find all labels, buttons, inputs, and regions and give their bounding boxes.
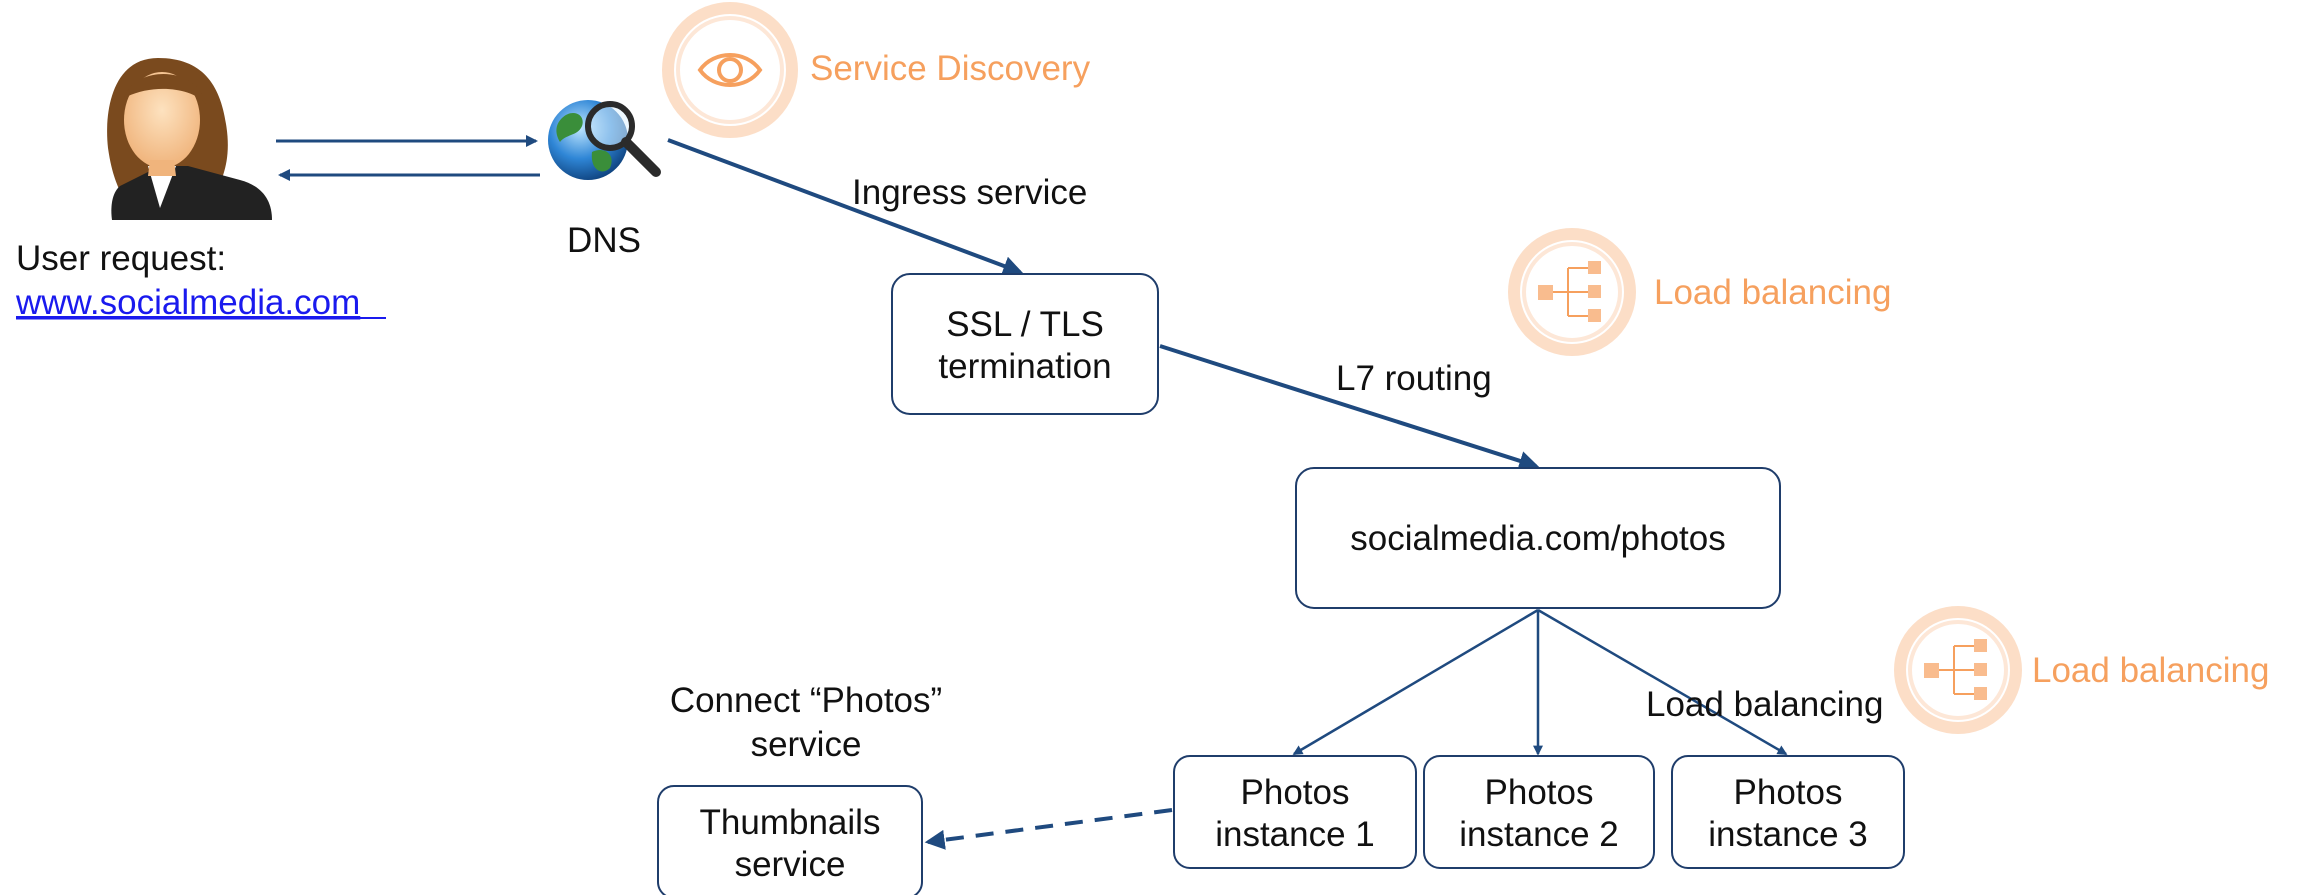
connect-note-line1: Connect “Photos” [670,681,942,720]
instance-3-line1: Photos [1734,773,1843,812]
service-discovery-label: Service Discovery [810,49,1091,88]
l7-routing-arrow [1159,344,1540,471]
load-balancing-badge-label-1: Load balancing [1654,273,1891,312]
dns-label: DNS [567,221,641,260]
eye-icon [662,2,798,138]
ingress-arrow [667,138,1024,276]
user-url-link[interactable]: www.socialmedia.com [15,283,360,322]
instance-1-line2: instance 1 [1215,815,1375,854]
ssl-line1: SSL / TLS [946,305,1104,344]
photos-instance-3-box: Photos instance 3 [1671,755,1905,869]
connect-note-line2: service [751,725,862,764]
ingress-label: Ingress service [852,173,1087,212]
lb-arrow-instance-1 [1292,608,1539,756]
instance-1-line1: Photos [1241,773,1350,812]
connect-dashed-arrow [924,808,1173,850]
photos-service-label: socialmedia.com/photos [1350,519,1725,558]
ssl-termination-box: SSL / TLS termination [891,273,1159,415]
load-balancing-badge-label-2: Load balancing [2032,651,2269,690]
l7-routing-label: L7 routing [1336,359,1492,398]
photos-service-box: socialmedia.com/photos [1295,467,1781,609]
instance-2-line2: instance 2 [1459,815,1619,854]
dns-globe-icon [548,100,661,180]
load-balancing-edge-label: Load balancing [1646,685,1883,724]
instance-2-line1: Photos [1485,773,1594,812]
lb-arrow-instance-3 [1537,608,1788,756]
network-tree-icon [1894,606,2022,734]
user-avatar-icon [107,58,272,220]
ssl-line2: termination [938,347,1111,386]
thumbnails-line2: service [735,845,846,884]
photos-instance-1-box: Photos instance 1 [1173,755,1417,869]
thumbnails-service-box: Thumbnails service [657,785,923,895]
instance-3-line2: instance 3 [1708,815,1868,854]
network-tree-icon [1508,228,1636,356]
user-request-label: User request: [16,239,226,278]
photos-instance-2-box: Photos instance 2 [1423,755,1655,869]
thumbnails-line1: Thumbnails [700,803,881,842]
